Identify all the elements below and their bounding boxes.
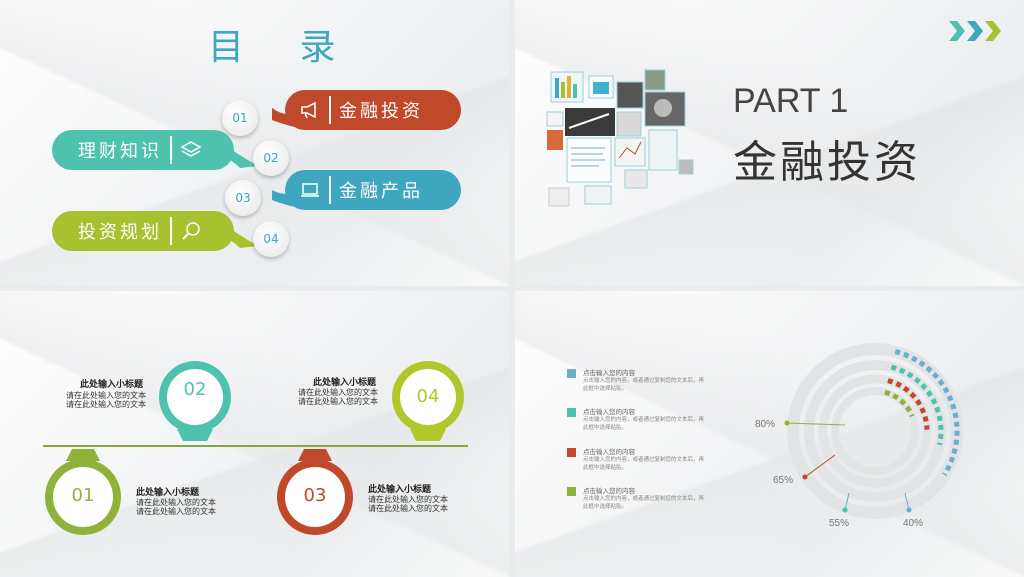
toc-number: 02	[253, 140, 289, 176]
legend-title: 点击输入您的内容	[583, 369, 635, 377]
magnifier-icon	[180, 220, 202, 242]
laptop-icon	[299, 179, 321, 201]
legend-text: 点击输入您的内容，或者通过复制您的文本后，再	[583, 417, 705, 423]
timeline-line	[43, 445, 468, 447]
toc-title: 目 录	[208, 27, 358, 68]
toc-label: 投资规划	[78, 222, 162, 243]
radial-bar-chart	[784, 343, 963, 519]
chart-label-65: 65%	[773, 475, 794, 486]
leader-dot-40	[906, 507, 912, 513]
part-number: PART 1	[733, 82, 849, 120]
legend-text: 此框中选择粘贴。	[583, 425, 628, 431]
leader-dot-80	[784, 420, 790, 426]
step-title: 此处输入小标题	[313, 378, 377, 388]
step-title: 此处输入小标题	[80, 380, 144, 390]
layers-icon	[180, 139, 202, 161]
radial-arc-65	[890, 364, 944, 446]
pill-separator	[170, 136, 172, 164]
toc-item-finance-invest[interactable]: 金融投资	[285, 90, 461, 130]
step-number: 01	[71, 485, 95, 506]
timeline-marker-03	[277, 449, 353, 535]
step-title: 此处输入小标题	[136, 488, 200, 498]
chart-label-55: 55%	[829, 518, 850, 529]
timeline-marker-04	[392, 361, 464, 441]
toc-label: 金融产品	[339, 181, 423, 202]
legend-text: 此框中选择粘贴。	[583, 504, 628, 510]
slide-radial-chart[interactable]: 点击输入您的内容 点击输入您的内容，或者通过复制您的文本后，再 此框中选择粘贴。…	[515, 291, 1024, 577]
toc-item-financial-knowledge[interactable]: 理财知识	[52, 130, 234, 170]
step-text: 请在此处输入您的文本	[136, 498, 216, 507]
step-number: 04	[416, 386, 440, 407]
pill-separator	[329, 176, 331, 204]
megaphone-icon	[299, 99, 321, 121]
pill-separator	[170, 217, 172, 245]
legend-text: 点击输入您的内容，或者通过复制您的文本后，再	[583, 496, 705, 502]
step-text: 请在此处输入您的文本	[298, 388, 378, 397]
leader-line-65	[804, 454, 836, 478]
radial-arc-80	[894, 349, 960, 477]
slide-part1[interactable]: PART 1 金融投资	[515, 0, 1024, 286]
leader-line-40	[904, 492, 910, 511]
legend-title: 点击输入您的内容	[583, 448, 635, 456]
toc-item-investment-planning[interactable]: 投资规划	[52, 211, 234, 251]
legend-text: 点击输入您的内容，或者通过复制您的文本后，再	[583, 378, 705, 384]
legend-title: 点击输入您的内容	[583, 408, 635, 416]
step-text: 请在此处输入您的文本	[66, 400, 146, 409]
toc-number: 03	[225, 180, 261, 216]
legend-title: 点击输入您的内容	[583, 487, 635, 495]
step-number: 03	[303, 485, 327, 506]
legend-text: 此框中选择粘贴。	[583, 386, 628, 392]
timeline-marker-02	[159, 361, 231, 441]
chart-label-40: 40%	[903, 518, 924, 529]
step-text: 请在此处输入您的文本	[298, 397, 378, 406]
step-number: 02	[183, 379, 207, 400]
legend-swatch	[567, 369, 576, 378]
timeline-marker-01	[45, 449, 121, 535]
radial-arc-40	[884, 389, 915, 418]
step-text: 请在此处输入您的文本	[66, 391, 146, 400]
slide-toc[interactable]: 目 录 金融投资 01 理财知识 02 金融产品 03 投资规划	[0, 0, 509, 286]
toc-number: 04	[253, 221, 289, 257]
part-title: 金融投资	[733, 137, 921, 188]
legend-swatch	[567, 408, 576, 417]
leader-dot-55	[842, 507, 848, 513]
legend-text: 点击输入您的内容，或者通过复制您的文本后，再	[583, 457, 705, 463]
step-title: 此处输入小标题	[368, 485, 432, 495]
chevron-arrows-icon	[949, 21, 1001, 41]
leader-line-55	[844, 492, 850, 511]
toc-number: 01	[222, 100, 258, 136]
toc-item-finance-products[interactable]: 金融产品	[285, 170, 461, 210]
legend-swatch	[567, 487, 576, 496]
finance-photo-collage	[546, 69, 694, 207]
toc-label: 理财知识	[78, 141, 162, 162]
step-text: 请在此处输入您的文本	[136, 507, 216, 516]
legend-swatch	[567, 448, 576, 457]
leader-line-80	[786, 422, 846, 426]
leader-dot-65	[802, 474, 808, 480]
pill-separator	[329, 96, 331, 124]
toc-label: 金融投资	[339, 101, 423, 122]
legend-text: 此框中选择粘贴。	[583, 465, 628, 471]
chart-label-80: 80%	[755, 419, 776, 430]
step-text: 请在此处输入您的文本	[368, 495, 448, 504]
step-text: 请在此处输入您的文本	[368, 504, 448, 513]
slide-timeline[interactable]: 02 此处输入小标题 请在此处输入您的文本 请在此处输入您的文本 04 此处输入…	[0, 291, 509, 577]
